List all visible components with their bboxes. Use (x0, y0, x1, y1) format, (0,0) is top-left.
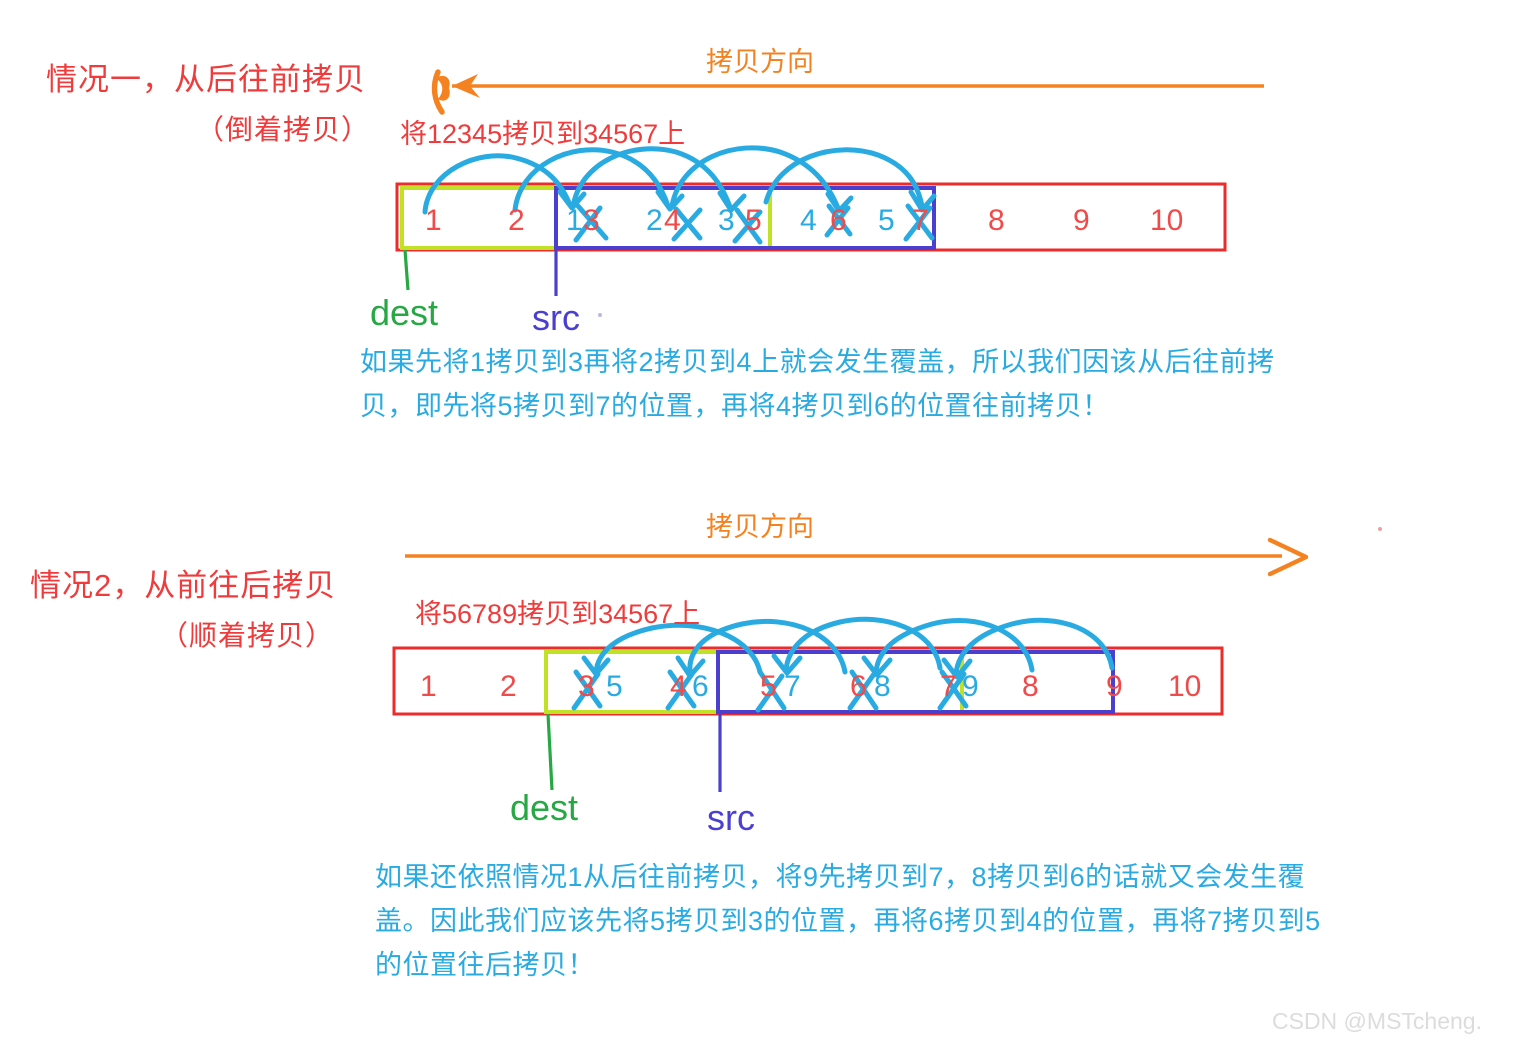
case2-array (392, 646, 1224, 716)
case2-cell-overlay-3: 6 (692, 670, 709, 703)
watermark: CSDN @MSTcheng. (1272, 1008, 1482, 1034)
case1-dest-label: dest (370, 292, 439, 333)
case1-cell-base-2: 3 (583, 204, 600, 237)
case2-dest-leader (546, 713, 554, 791)
case1-cell-overlay-2: 1 (566, 204, 583, 237)
case2-direction-arrow (405, 537, 1309, 577)
case1-copy-arcs (422, 145, 937, 215)
case1-cell-overlay-3: 2 (646, 204, 663, 237)
case1-cell-base-1: 2 (508, 204, 525, 237)
case2-cell-base-7: 8 (1022, 670, 1039, 703)
case1-cell-overlay-4: 3 (718, 204, 735, 237)
case1-cell-base-5: 6 (830, 204, 847, 237)
case2-src-box (716, 650, 1115, 714)
case1-cell-base-6: 7 (912, 204, 929, 237)
case2-src-label: src (707, 797, 755, 838)
case1-cell-base-7: 8 (988, 204, 1005, 237)
stray-dot-decoration (1378, 527, 1382, 531)
case1-direction-arrow (431, 69, 1264, 115)
case1-cell-base-3: 4 (664, 204, 681, 237)
case2-cell-overlay-2: 5 (606, 670, 623, 703)
case2-cell-overlay-5: 8 (874, 670, 891, 703)
stray-dot-decoration-2 (598, 313, 602, 317)
case1-dest-leader (403, 249, 410, 291)
case2-dest-label: dest (510, 787, 579, 828)
case2-cell-base-9: 10 (1168, 670, 1202, 703)
case1-explanation: 如果先将1拷贝到3再将2拷贝到4上就会发生覆盖，所以我们因该从后往前拷贝，即先将… (360, 347, 1275, 421)
case2-cell-base-4: 5 (760, 670, 777, 703)
case2-cell-overlay-4: 7 (784, 670, 801, 703)
case2-cell-base-2: 3 (578, 670, 595, 703)
case1-cell-overlay-5: 4 (800, 204, 817, 237)
case1-cell-base-9: 10 (1150, 204, 1184, 237)
case1-cell-base-4: 5 (745, 204, 762, 237)
case2-subtitle: （顺着拷贝） (160, 620, 335, 651)
case2-cell-overlay-6: 9 (962, 670, 979, 703)
case2-cell-base-5: 6 (850, 670, 867, 703)
case2-cell-base-3: 4 (670, 670, 687, 703)
case1-title: 情况一，从后往前拷贝 (46, 62, 366, 97)
case1-cell-base-8: 9 (1073, 204, 1090, 237)
case1-subtitle: （倒着拷贝） (196, 114, 371, 145)
case1-cell-overlay-6: 5 (878, 204, 895, 237)
case2-cell-base-0: 1 (420, 670, 437, 703)
case1-copy-label: 将12345拷贝到34567上 (400, 119, 686, 149)
case2-cell-base-6: 7 (940, 670, 957, 703)
case2-cell-base-8: 9 (1106, 670, 1123, 703)
case1-direction-label: 拷贝方向 (706, 47, 814, 77)
case1-src-label: src (532, 297, 580, 338)
case2-copy-label: 将56789拷贝到34567上 (415, 599, 701, 629)
case2-title: 情况2，从前往后拷贝 (30, 568, 337, 603)
case2-explanation: 如果还依照情况1从后往前拷贝，将9先拷贝到7，8拷贝到6的话就又会发生覆盖。因此… (375, 862, 1321, 980)
case2-cell-base-1: 2 (500, 670, 517, 703)
case1-cell-base-0: 1 (425, 204, 442, 237)
case2-direction-label: 拷贝方向 (706, 512, 814, 542)
